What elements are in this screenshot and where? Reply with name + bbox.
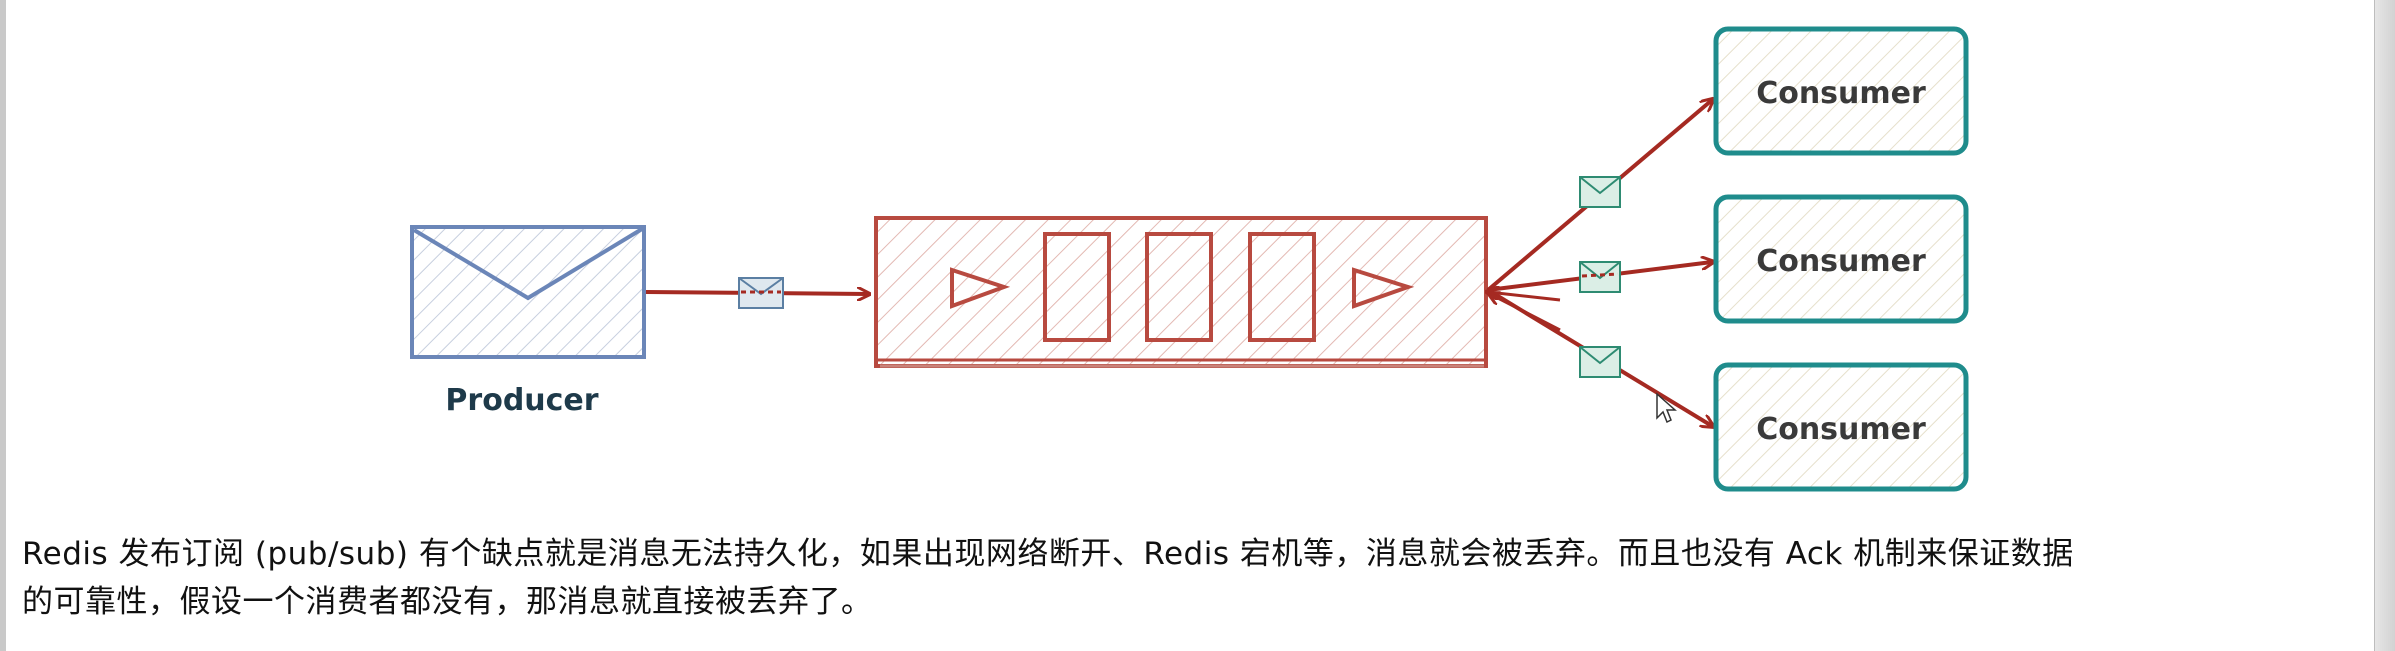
producer-envelope-icon bbox=[410, 225, 646, 359]
message-envelope-icon bbox=[1579, 346, 1621, 378]
mouse-cursor-icon bbox=[1656, 392, 1677, 424]
pubsub-diagram: Producer bbox=[410, 26, 1969, 492]
consumer-box: Consumer bbox=[1713, 194, 1969, 324]
paragraph-line: Redis 发布订阅 (pub/sub) 有个缺点就是消息无法持久化，如果出现网… bbox=[22, 536, 2074, 572]
message-envelope-icon bbox=[1579, 176, 1621, 208]
left-window-border bbox=[0, 0, 6, 651]
producer-label: Producer bbox=[445, 383, 598, 418]
consumer-label: Consumer bbox=[1756, 244, 1926, 279]
message-envelope-icon bbox=[1579, 261, 1621, 293]
consumer-label: Consumer bbox=[1756, 76, 1926, 111]
message-envelope-icon bbox=[738, 277, 784, 309]
vertical-scrollbar[interactable] bbox=[2374, 0, 2395, 651]
message-queue bbox=[874, 216, 1488, 368]
consumer-label: Consumer bbox=[1756, 412, 1926, 447]
consumer-box: Consumer bbox=[1713, 362, 1969, 492]
paragraph-line: 的可靠性，假设一个消费者都没有，那消息就直接被丢弃了。 bbox=[22, 584, 873, 620]
description-paragraph: Redis 发布订阅 (pub/sub) 有个缺点就是消息无法持久化，如果出现网… bbox=[22, 530, 2362, 626]
consumer-box: Consumer bbox=[1713, 26, 1969, 156]
